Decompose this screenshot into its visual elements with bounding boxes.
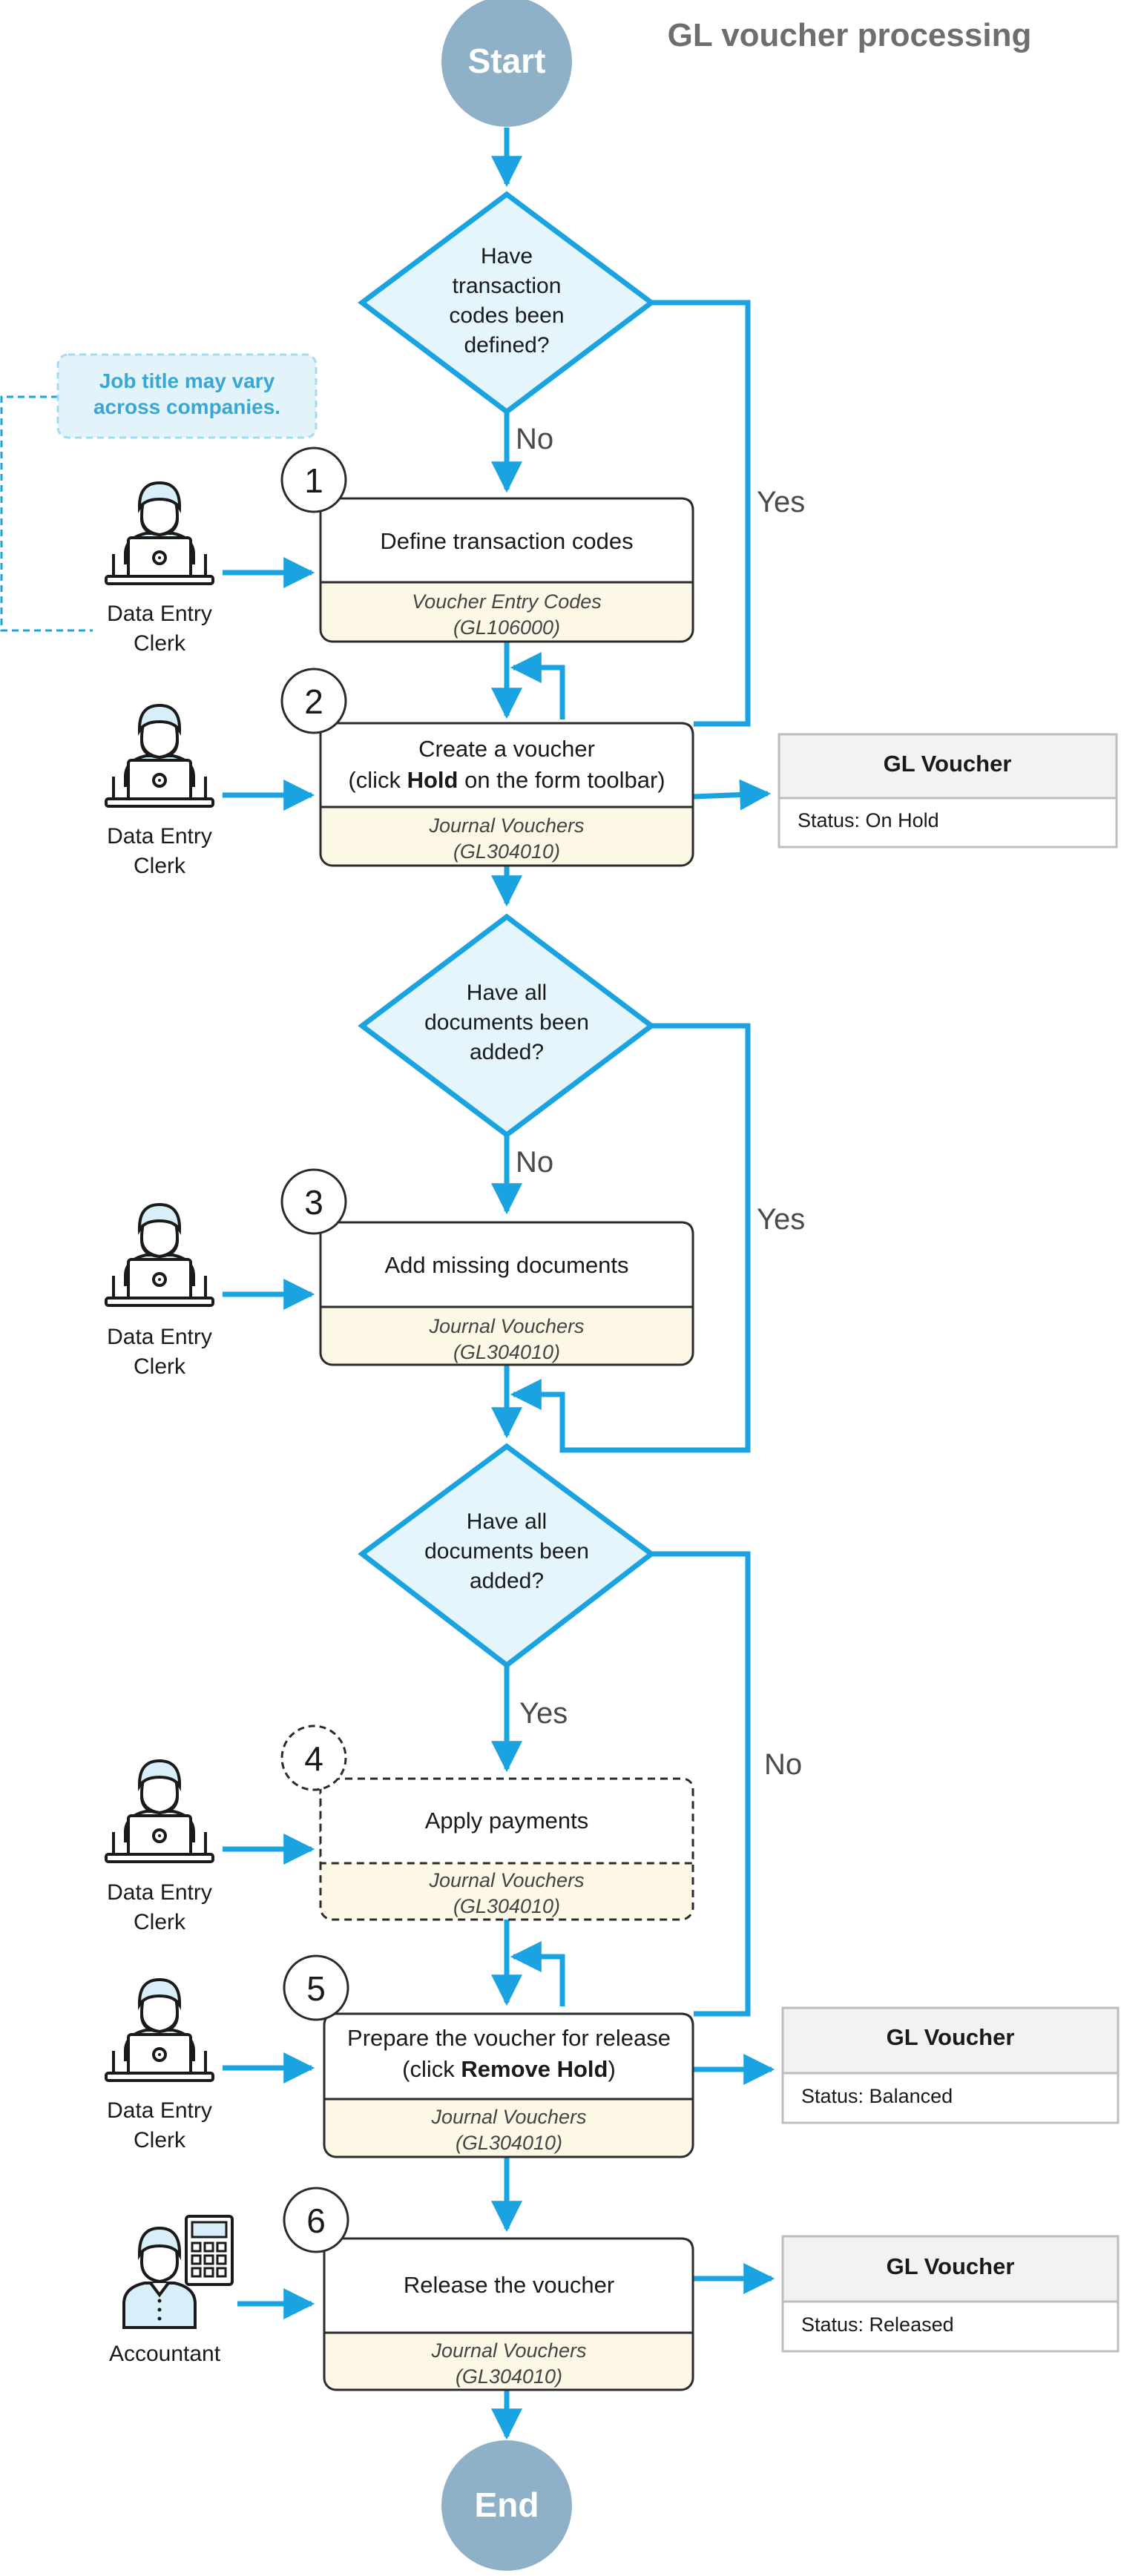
- svg-text:Have all: Have all: [467, 981, 547, 1005]
- status-card-2-title: GL Voucher: [887, 2024, 1015, 2050]
- step-4: Apply payments Journal Vouchers (GL30401…: [280, 1725, 694, 1921]
- actor-2: Data Entry Clerk: [105, 704, 214, 878]
- svg-text:Clerk: Clerk: [134, 1910, 186, 1934]
- start-terminal: Start: [441, 0, 572, 127]
- status-card-2: GL Voucher Status: Balanced: [781, 2006, 1120, 2124]
- svg-text:Start: Start: [468, 42, 546, 80]
- step-5: Prepare the voucher for release (click R…: [283, 1954, 694, 2158]
- step-4-form-id: (GL304010): [453, 1895, 560, 1917]
- connectors: [223, 128, 775, 2440]
- decision-3-yes-label: Yes: [519, 1697, 568, 1730]
- step-2-form-name: Journal Vouchers: [428, 814, 584, 837]
- svg-text:Clerk: Clerk: [134, 2128, 186, 2152]
- step-1-form-id: (GL106000): [453, 616, 560, 639]
- svg-text:documents been: documents been: [424, 1539, 589, 1564]
- flow-d1-yes: [651, 300, 751, 727]
- step-4-number: 4: [304, 1739, 323, 1778]
- svg-text:Data Entry: Data Entry: [107, 824, 212, 849]
- note-line2: across companies.: [93, 395, 280, 418]
- step-2-form-id: (GL304010): [453, 840, 560, 863]
- svg-text:documents been: documents been: [424, 1010, 589, 1035]
- status-card-3-status: Status: Released: [801, 2313, 954, 2336]
- step-2: Create a voucher (click Hold on the form…: [280, 668, 694, 867]
- status-card-1: GL Voucher Status: On Hold: [778, 733, 1118, 849]
- decision-1-yes-label: Yes: [757, 486, 805, 518]
- step-5-title-line2: (click Remove Hold): [402, 2056, 616, 2082]
- step-2-title-line2: (click Hold on the form toolbar): [348, 767, 665, 793]
- step-3-title: Add missing documents: [384, 1252, 628, 1278]
- svg-text:added?: added?: [470, 1040, 544, 1064]
- svg-text:Data Entry: Data Entry: [107, 2098, 212, 2123]
- decision-3-no-label: No: [764, 1748, 802, 1781]
- decision-1: Have transaction codes been defined?: [358, 191, 656, 415]
- actor-6: Accountant: [109, 2215, 234, 2366]
- flow-d2-yes: [510, 1023, 751, 1453]
- end-terminal: End: [441, 2440, 572, 2571]
- step-3-form-name: Journal Vouchers: [428, 1315, 584, 1337]
- step-6-number: 6: [306, 2201, 326, 2240]
- step-2-number: 2: [304, 682, 323, 721]
- svg-text:Clerk: Clerk: [134, 854, 186, 878]
- decision-2: Have all documents been added?: [358, 913, 656, 1139]
- actor-5: Data Entry Clerk: [105, 1978, 214, 2152]
- note-connector: [0, 395, 93, 632]
- step-3: Add missing documents Journal Vouchers (…: [280, 1168, 694, 1366]
- svg-text:Clerk: Clerk: [134, 631, 186, 656]
- svg-text:Have all: Have all: [467, 1509, 547, 1534]
- step-1-number: 1: [304, 461, 323, 500]
- actor-4: Data Entry Clerk: [105, 1759, 214, 1934]
- svg-text:added?: added?: [470, 1569, 544, 1593]
- svg-text:transaction: transaction: [453, 274, 562, 298]
- step-5-number: 5: [306, 1969, 326, 2008]
- svg-text:Clerk: Clerk: [134, 1354, 186, 1379]
- actor-1: Data Entry Clerk: [105, 481, 214, 656]
- step-3-form-id: (GL304010): [453, 1341, 560, 1363]
- svg-text:defined?: defined?: [464, 333, 549, 358]
- svg-text:Data Entry: Data Entry: [107, 1325, 212, 1349]
- status-card-2-status: Status: Balanced: [801, 2085, 953, 2107]
- step-6-form-name: Journal Vouchers: [430, 2339, 586, 2362]
- step-6-form-id: (GL304010): [456, 2365, 562, 2388]
- svg-text:Have: Have: [481, 244, 533, 269]
- status-card-3: GL Voucher Status: Released: [781, 2235, 1120, 2353]
- status-card-3-title: GL Voucher: [887, 2253, 1015, 2279]
- note-line1: Job title may vary: [99, 369, 275, 392]
- step-3-number: 3: [304, 1183, 323, 1222]
- step-4-form-name: Journal Vouchers: [428, 1869, 584, 1891]
- svg-text:codes been: codes been: [449, 303, 564, 328]
- step-6: Release the voucher Journal Vouchers (GL…: [283, 2187, 694, 2391]
- svg-text:Accountant: Accountant: [109, 2342, 221, 2366]
- step-1: Define transaction codes Voucher Entry C…: [280, 447, 694, 643]
- svg-text:End: End: [475, 2486, 539, 2524]
- status-card-1-title: GL Voucher: [884, 751, 1012, 777]
- step-5-form-id: (GL304010): [456, 2132, 562, 2154]
- svg-text:Data Entry: Data Entry: [107, 602, 212, 626]
- decision-2-no-label: No: [516, 1146, 553, 1179]
- flow-d3-no: [651, 1551, 751, 2017]
- flow-loop-into-s5: [510, 1941, 565, 2006]
- step-5-title-line1: Prepare the voucher for release: [347, 2025, 671, 2051]
- step-1-form-name: Voucher Entry Codes: [412, 590, 602, 613]
- job-title-note: Job title may vary across companies.: [56, 353, 318, 439]
- svg-text:Data Entry: Data Entry: [107, 1880, 212, 1905]
- diagram-title: GL voucher processing: [668, 17, 1032, 53]
- decision-2-yes-label: Yes: [757, 1203, 805, 1236]
- flow-loop-into-s2: [510, 652, 565, 719]
- flow-to-card1: [693, 779, 772, 811]
- step-6-title: Release the voucher: [404, 2272, 614, 2298]
- step-1-title: Define transaction codes: [380, 528, 633, 554]
- step-5-form-name: Journal Vouchers: [430, 2106, 586, 2128]
- decision-3: Have all documents been added?: [358, 1443, 656, 1669]
- step-4-title: Apply payments: [425, 1808, 589, 1834]
- actor-3: Data Entry Clerk: [105, 1203, 214, 1379]
- step-2-title-line1: Create a voucher: [418, 736, 595, 762]
- decision-1-no-label: No: [516, 423, 553, 455]
- status-card-1-status: Status: On Hold: [798, 809, 939, 831]
